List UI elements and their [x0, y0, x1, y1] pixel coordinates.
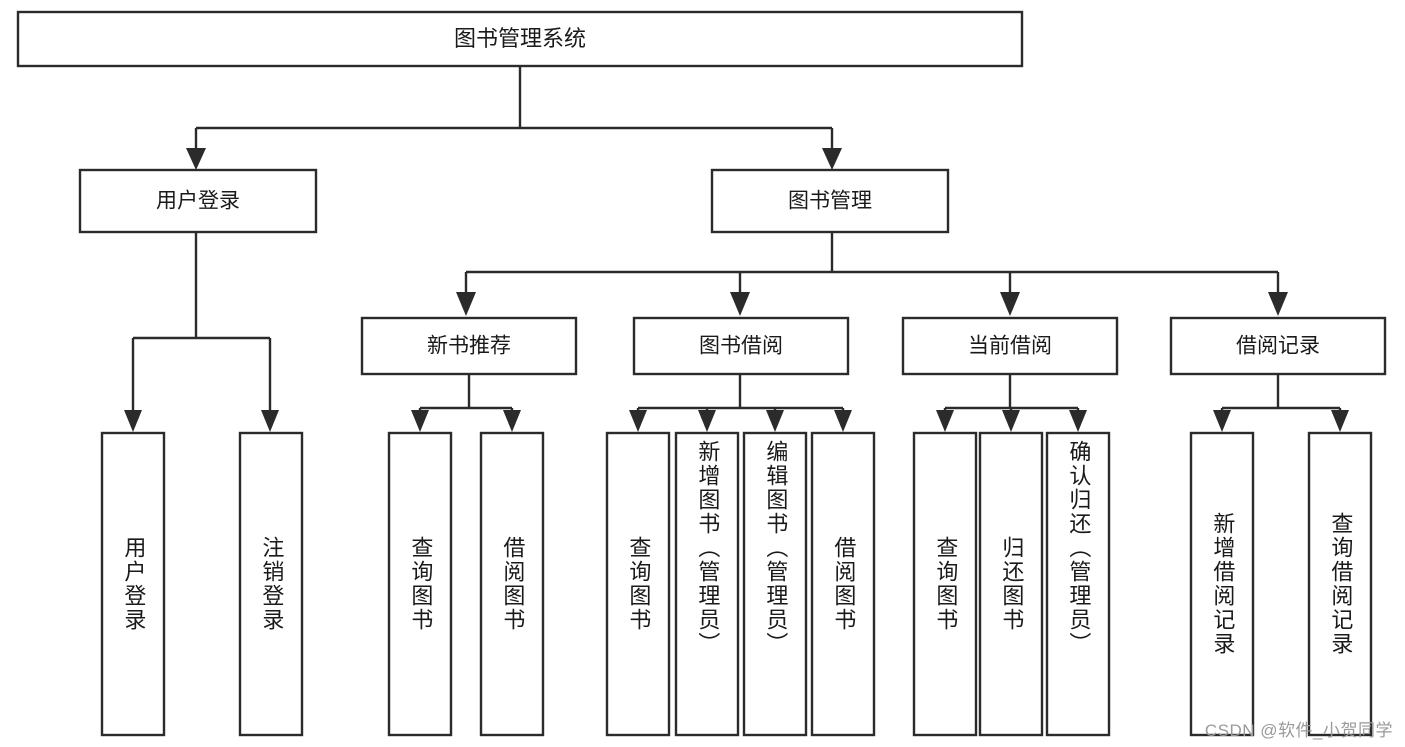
arrow-head-user-login — [186, 148, 206, 170]
node-root-system-label: 图书管理系统 — [454, 26, 586, 51]
connector-group-new-book-recommend — [411, 374, 521, 432]
leaf-box-cb-3[interactable] — [1045, 431, 1111, 737]
arrow-head-user-login-leaf1 — [124, 410, 142, 432]
arrow-head-cb-leaf2 — [1002, 410, 1020, 432]
node-borrow-record-label: 借阅记录 — [1236, 335, 1320, 358]
arrow-head-book-borrow — [730, 292, 750, 316]
arrow-head-br-leaf2 — [1331, 410, 1349, 432]
connector-group-user-login — [124, 232, 279, 432]
arrow-head-bb-leaf1 — [629, 410, 647, 432]
node-new-book-recommend-label: 新书推荐 — [427, 335, 511, 358]
leaf-box-nbr-2[interactable] — [479, 431, 545, 737]
leaf-box-user-login-2[interactable] — [238, 431, 304, 737]
node-root-system-box — [16, 10, 1024, 68]
node-book-borrow-label: 图书借阅 — [699, 335, 783, 358]
node-new-book-recommend[interactable]: 新书推荐 — [360, 316, 578, 376]
connector-group-root — [186, 66, 842, 170]
node-current-borrow-box — [901, 316, 1119, 376]
leaf-box-br-2[interactable] — [1307, 431, 1373, 737]
arrow-head-br-leaf1 — [1213, 410, 1231, 432]
connector-group-current-borrow — [936, 374, 1087, 432]
node-user-login-box — [78, 168, 318, 234]
arrow-head-bb-leaf3 — [766, 410, 784, 432]
node-root-system[interactable]: 图书管理系统 — [16, 10, 1024, 68]
arrow-head-nbr-leaf1 — [411, 410, 429, 432]
arrow-head-bb-leaf4 — [834, 410, 852, 432]
arrow-head-current-borrow — [1000, 292, 1020, 316]
node-borrow-record[interactable]: 借阅记录 — [1169, 316, 1387, 376]
connector-group-book-borrow — [629, 374, 852, 432]
node-book-borrow[interactable]: 图书借阅 — [632, 316, 850, 376]
leaf-box-bb-2[interactable] — [674, 431, 740, 737]
node-book-management-label: 图书管理 — [788, 190, 872, 213]
arrow-head-cb-leaf3 — [1069, 410, 1087, 432]
arrow-head-book-mgmt — [822, 148, 842, 170]
arrow-head-new-book-recommend — [456, 292, 476, 316]
leaf-box-user-login-1[interactable] — [100, 431, 166, 737]
connector-group-book-mgmt — [456, 232, 1288, 316]
leaf-box-bb-4[interactable] — [810, 431, 876, 737]
node-user-login[interactable]: 用户登录 — [78, 168, 318, 234]
node-current-borrow-label: 当前借阅 — [968, 335, 1052, 358]
node-book-management[interactable]: 图书管理 — [710, 168, 950, 234]
leaf-box-br-1[interactable] — [1189, 431, 1255, 737]
leaf-box-nbr-1[interactable] — [387, 431, 453, 737]
connector-group-borrow-record — [1213, 374, 1349, 432]
arrow-head-user-login-leaf2 — [261, 410, 279, 432]
arrow-head-nbr-leaf2 — [503, 410, 521, 432]
node-borrow-record-box — [1169, 316, 1387, 376]
arrow-head-bb-leaf2 — [698, 410, 716, 432]
leaf-box-cb-1[interactable] — [912, 431, 978, 737]
arrow-head-cb-leaf1 — [936, 410, 954, 432]
watermark-text: CSDN @软件_小贺同学 — [1204, 721, 1393, 740]
leaf-box-bb-3[interactable] — [742, 431, 808, 737]
node-user-login-label: 用户登录 — [156, 190, 240, 213]
leaf-box-cb-2[interactable] — [978, 431, 1044, 737]
leaf-box-bb-1[interactable] — [605, 431, 671, 737]
node-book-management-box — [710, 168, 950, 234]
node-new-book-recommend-box — [360, 316, 578, 376]
arrow-head-borrow-record — [1268, 292, 1288, 316]
node-book-borrow-box — [632, 316, 850, 376]
node-current-borrow[interactable]: 当前借阅 — [901, 316, 1119, 376]
